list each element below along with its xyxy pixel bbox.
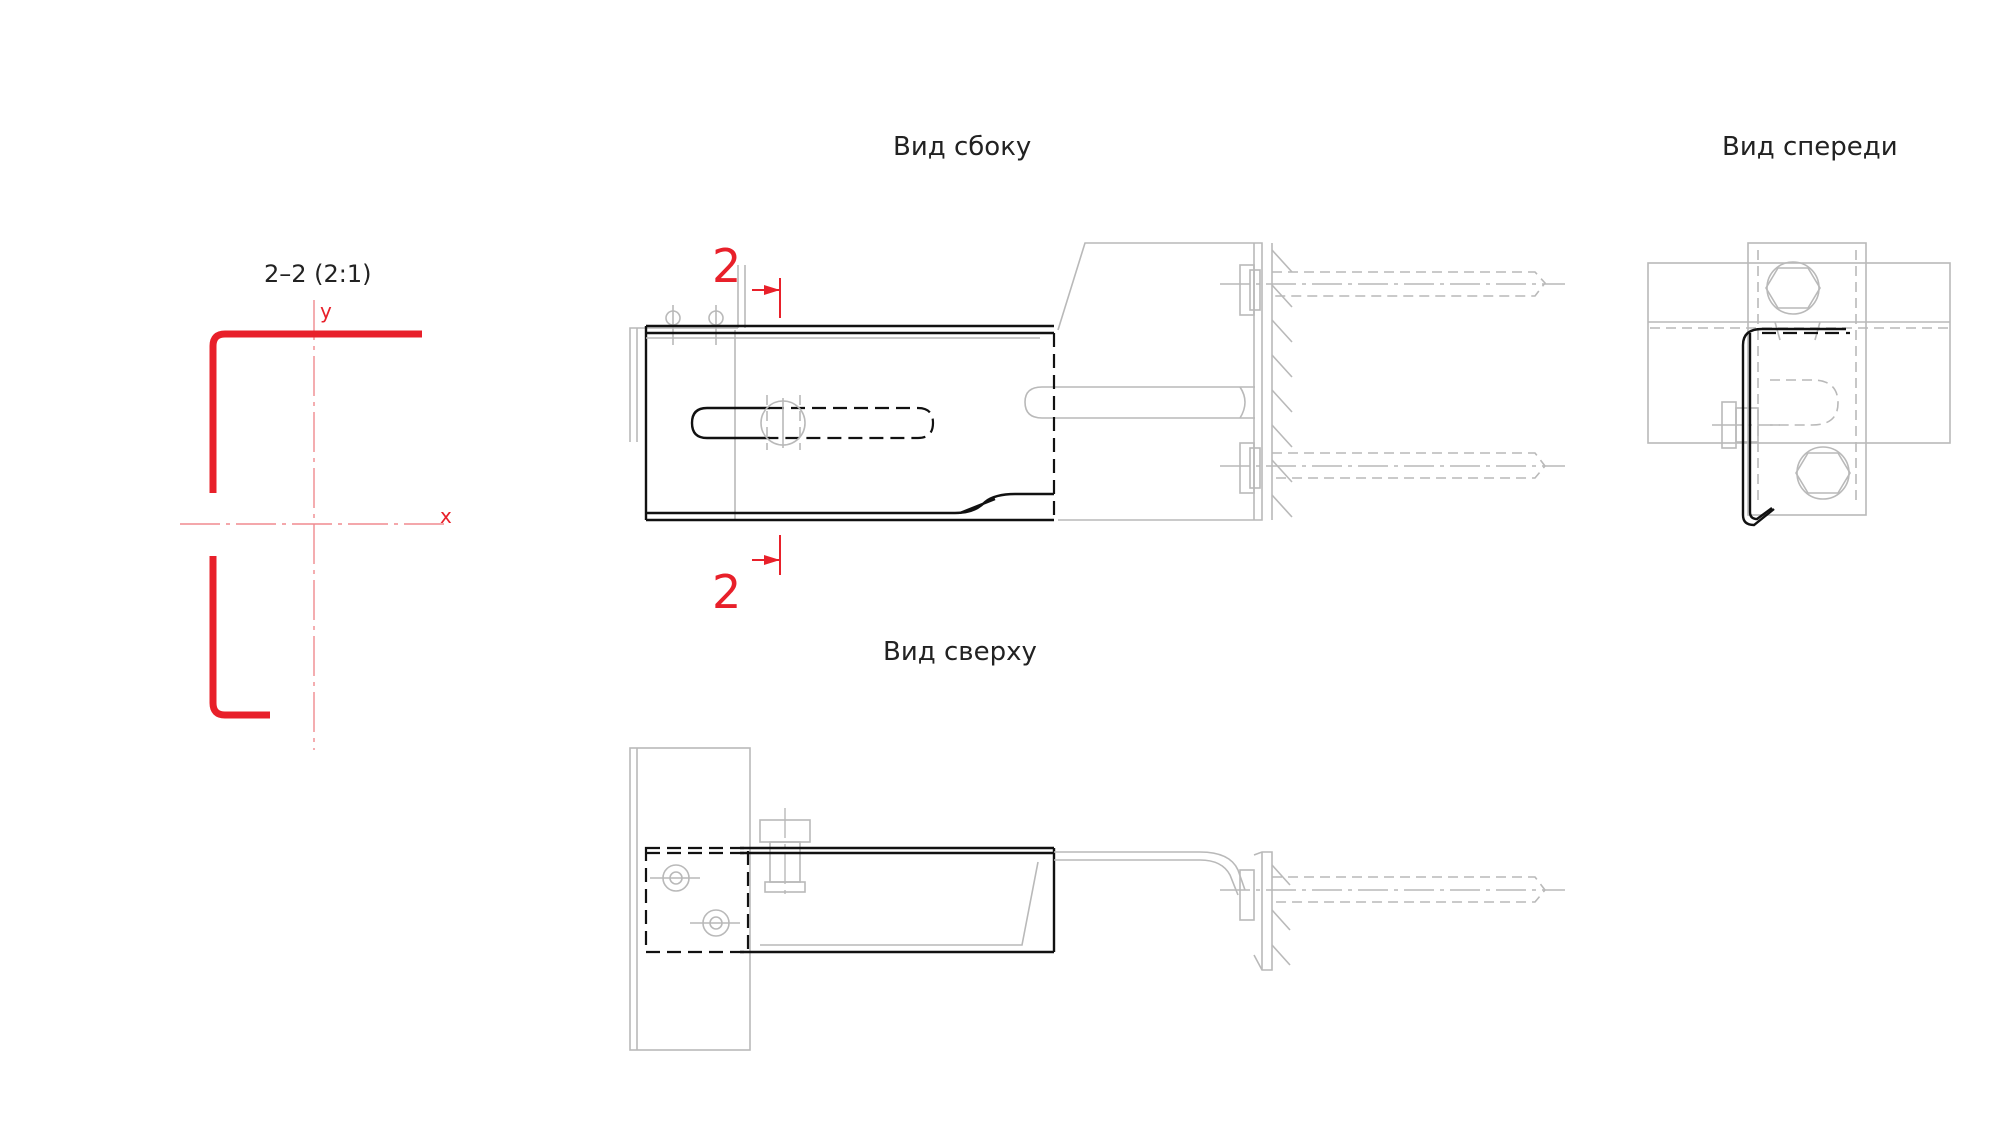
side-view: Вид сбоку	[629, 132, 1565, 619]
side-ghost-bracket	[1057, 242, 1263, 521]
front-view-title: Вид спереди	[1722, 132, 1898, 162]
top-view: Вид сверху	[629, 637, 1565, 1051]
section-profile-lower	[209, 556, 270, 719]
front-main-profile	[1741, 327, 1846, 527]
side-main-profile	[644, 324, 1056, 522]
side-wall-hatch	[1271, 249, 1293, 518]
cut-label-top: 2	[712, 239, 741, 293]
top-anchor-nut	[1239, 869, 1255, 921]
section-profile-upper	[209, 330, 422, 493]
front-ghost-plate	[1647, 262, 1951, 444]
side-upper-nut	[1239, 264, 1255, 316]
section-axis-x-label: x	[440, 504, 452, 528]
side-view-title: Вид сбоку	[893, 132, 1031, 162]
top-main-profile	[644, 846, 1056, 954]
front-view: Вид спереди	[1647, 132, 1951, 527]
top-wall-hatch	[1271, 864, 1291, 966]
cut-marker-2-2: 2 2	[712, 239, 781, 619]
top-rod	[1054, 851, 1246, 891]
section-2-2: 2–2 (2:1) y x	[180, 260, 452, 750]
side-rod-end	[1024, 386, 1060, 419]
front-ghost-bracket	[1747, 242, 1867, 516]
section-title: 2–2 (2:1)	[264, 260, 372, 288]
side-slot-solid	[690, 406, 770, 440]
front-upper-bolt	[1766, 261, 1820, 315]
cut-label-bottom: 2	[712, 565, 741, 619]
side-slot-hidden	[770, 406, 935, 440]
side-lower-nut	[1239, 442, 1255, 494]
top-ghost-plate	[629, 747, 751, 1051]
section-axis-y-label: y	[320, 299, 332, 323]
side-upper-anchor	[1272, 271, 1547, 297]
side-ghost-left-bracket	[629, 327, 738, 442]
front-lower-bolt	[1796, 446, 1850, 500]
top-wall-bracket	[1253, 851, 1273, 971]
top-view-title: Вид сверху	[883, 637, 1037, 667]
